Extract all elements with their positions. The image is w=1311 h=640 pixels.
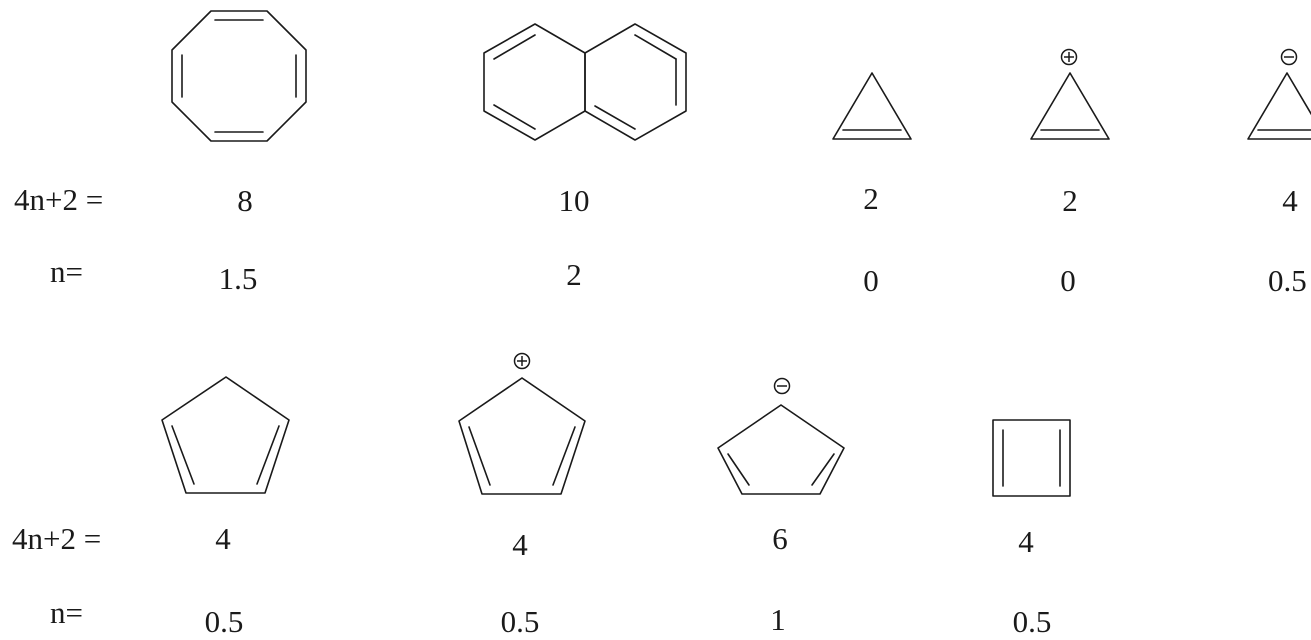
positive-charge-icon [1060, 48, 1078, 66]
row-2: 4n+2 = n= 4 0.5 4 0.5 [12, 352, 1071, 639]
n-value: 2 [566, 257, 582, 292]
structure-cyclopropene [832, 72, 912, 140]
structure-naphthalene [483, 23, 687, 141]
sum-value: 8 [237, 183, 253, 218]
molecule-cyclopentadienyl-anion: 6 1 [717, 377, 845, 637]
sum-value: 10 [559, 183, 590, 218]
n-value: 0.5 [501, 604, 540, 639]
structure-cyclopropenyl-cation [1030, 72, 1110, 140]
n-value: 0.5 [1268, 263, 1307, 298]
positive-charge-icon [513, 352, 531, 370]
n-value: 0.5 [1013, 604, 1052, 639]
sum-value: 2 [1062, 183, 1078, 218]
n-value: 0 [1060, 263, 1076, 298]
n-value: 0 [863, 263, 879, 298]
structure-cyclopentadienyl-cation [458, 377, 586, 495]
negative-charge-icon [1280, 48, 1298, 66]
sum-value: 4 [215, 521, 231, 556]
structure-cyclooctatetraene [171, 10, 307, 142]
n-value: 1.5 [219, 261, 258, 296]
structure-cyclopentadienyl-anion [717, 404, 845, 495]
molecule-cyclopentadiene: 4 0.5 [161, 376, 290, 639]
molecule-cyclopentadienyl-cation: 4 0.5 [458, 352, 586, 639]
molecule-cyclopropenyl-anion: 4 0.5 [1247, 48, 1311, 298]
molecule-naphthalene: 10 2 [483, 23, 687, 292]
molecule-cyclopropene: 2 0 [832, 72, 912, 298]
sum-value: 4 [1282, 183, 1298, 218]
sum-value: 4 [1018, 524, 1034, 559]
n-value: 0.5 [205, 604, 244, 639]
sum-value: 4 [512, 527, 528, 562]
n-value: 1 [770, 602, 786, 637]
sum-value: 6 [772, 521, 788, 556]
sum-value: 2 [863, 181, 879, 216]
molecule-cyclobutadiene: 4 0.5 [992, 419, 1071, 639]
molecule-cyclopropenyl-cation: 2 0 [1030, 48, 1110, 298]
negative-charge-icon [773, 377, 791, 395]
row-1-n-label: n= [50, 254, 83, 289]
structure-cyclopentadiene [161, 376, 290, 494]
row-2-sum-label: 4n+2 = [12, 521, 101, 556]
row-2-n-label: n= [50, 595, 83, 630]
structure-cyclopropenyl-anion [1247, 72, 1311, 140]
structure-cyclobutadiene [992, 419, 1071, 497]
molecule-cyclooctatetraene: 8 1.5 [171, 10, 307, 296]
row-1-sum-label: 4n+2 = [14, 182, 103, 217]
row-1: 4n+2 = n= 8 1.5 [14, 10, 1311, 298]
